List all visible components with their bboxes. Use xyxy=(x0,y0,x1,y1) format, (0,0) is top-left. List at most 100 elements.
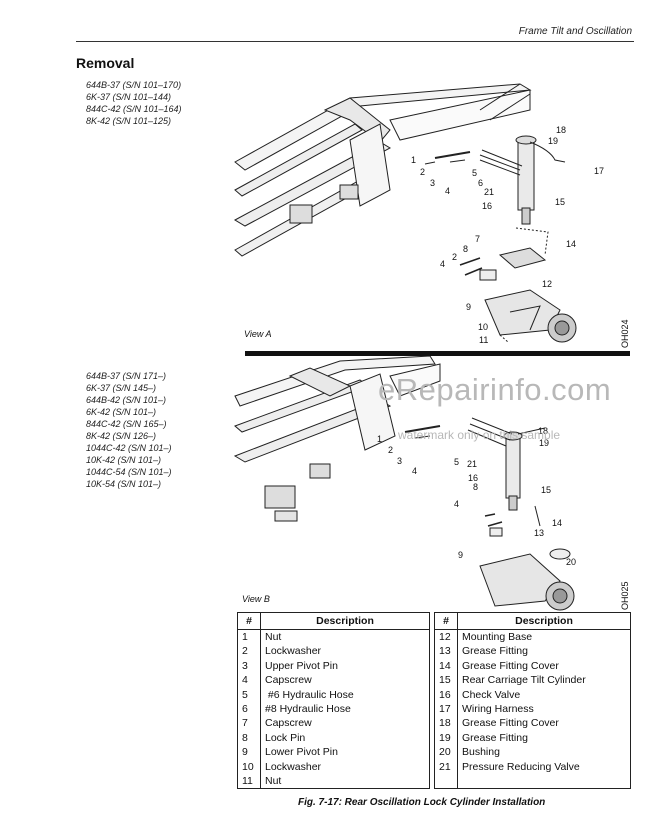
callout-label: 19 xyxy=(548,136,558,146)
callout-label: 5 xyxy=(454,457,459,467)
callout-label: 6 xyxy=(478,178,483,188)
item-number: 17 xyxy=(434,702,458,717)
table-row: 5 #6 Hydraulic Hose xyxy=(237,687,430,703)
item-description xyxy=(457,774,631,790)
model-line: 844C-42 (S/N 165–) xyxy=(86,419,167,429)
callout-label: 10 xyxy=(478,322,488,332)
item-description: Lockwasher xyxy=(260,759,430,775)
callout-label: 4 xyxy=(454,499,459,509)
item-description: Grease Fitting xyxy=(457,730,631,746)
callout-label: 16 xyxy=(482,201,492,211)
callout-label: 4 xyxy=(412,466,417,476)
item-number: 21 xyxy=(434,759,458,775)
legend-header-row: # Description xyxy=(434,612,631,630)
header-rule xyxy=(76,41,634,42)
model-line: 6K-37 (S/N 145–) xyxy=(86,383,157,393)
callout-label: 20 xyxy=(566,557,576,567)
item-number: 16 xyxy=(434,687,458,703)
view-b-diagram: 1 2 3 4 5 21 18 19 16 15 2 8 4 14 13 9 2… xyxy=(233,356,630,611)
callout-label: 8 xyxy=(473,482,478,492)
section-title: Removal xyxy=(76,55,135,71)
view-b-label: View B xyxy=(242,594,270,604)
figure-code: OH025 xyxy=(620,581,630,610)
callout-label: 4 xyxy=(440,259,445,269)
item-number: 14 xyxy=(434,658,458,674)
item-description: Rear Carriage Tilt Cylinder xyxy=(457,673,631,688)
item-description: Mounting Base xyxy=(457,629,631,645)
item-number: 13 xyxy=(434,644,458,659)
callout-label: 14 xyxy=(566,239,576,249)
legend-col-desc: Description xyxy=(260,612,430,630)
callout-label: 1 xyxy=(377,434,382,444)
item-description: Grease Fitting Cover xyxy=(457,716,631,731)
watermark: eRepairinfo.com xyxy=(378,372,612,407)
model-line: 844C-42 (S/N 101–164) xyxy=(86,104,182,114)
item-number: 2 xyxy=(237,644,261,659)
watermark-subtext: watermark only on this sample xyxy=(398,428,561,442)
item-number: 15 xyxy=(434,673,458,688)
callout-label: 7 xyxy=(475,234,480,244)
item-number: 5 xyxy=(237,687,261,703)
model-line: 644B-37 (S/N 101–170) xyxy=(86,80,182,90)
section-divider xyxy=(245,351,630,356)
item-description: Nut xyxy=(260,629,430,645)
item-description: Check Valve xyxy=(457,687,631,703)
item-description: Bushing xyxy=(457,745,631,760)
item-number: 10 xyxy=(237,759,261,775)
item-description: #6 Hydraulic Hose xyxy=(260,687,430,703)
callout-label: 3 xyxy=(397,456,402,466)
callout-label: 2 xyxy=(420,167,425,177)
callout-label: 1 xyxy=(411,155,416,165)
item-number: 12 xyxy=(434,629,458,645)
callout-label: 12 xyxy=(542,279,552,289)
legend-header-row: # Description xyxy=(237,612,430,630)
view-a-models: 644B-37 (S/N 101–170) 6K-37 (S/N 101–144… xyxy=(86,79,182,127)
item-number: 3 xyxy=(237,658,261,674)
item-description: Capscrew xyxy=(260,716,430,731)
item-description: Lockwasher xyxy=(260,644,430,659)
model-line: 8K-42 (S/N 126–) xyxy=(86,431,157,441)
item-number: 18 xyxy=(434,716,458,731)
item-number: 1 xyxy=(237,629,261,645)
callout-label: 9 xyxy=(466,302,471,312)
callout-label: 15 xyxy=(541,485,551,495)
callout-label: 16 xyxy=(468,473,478,483)
item-description: Upper Pivot Pin xyxy=(260,658,430,674)
item-description: Grease Fitting xyxy=(457,644,631,659)
item-description: #8 Hydraulic Hose xyxy=(260,702,430,717)
item-number: 8 xyxy=(237,730,261,746)
callout-label: 9 xyxy=(458,550,463,560)
view-a-label: View A xyxy=(244,329,272,339)
callout-label: 17 xyxy=(594,166,604,176)
model-line: 644B-37 (S/N 171–) xyxy=(86,371,167,381)
model-line: 6K-42 (S/N 101–) xyxy=(86,407,157,417)
item-description: Wiring Harness xyxy=(457,702,631,717)
table-row xyxy=(434,774,631,790)
figure-caption: Fig. 7-17: Rear Oscillation Lock Cylinde… xyxy=(298,797,546,808)
view-b-models: 644B-37 (S/N 171–) 6K-37 (S/N 145–) 644B… xyxy=(86,370,172,490)
header-section-name: Frame Tilt and Oscillation xyxy=(518,26,632,37)
callout-label: 14 xyxy=(552,518,562,528)
callout-label: 2 xyxy=(452,252,457,262)
callout-label: 8 xyxy=(463,244,468,254)
view-a-diagram: 1 2 3 4 5 6 21 16 18 19 17 15 7 8 14 4 2… xyxy=(233,83,630,348)
